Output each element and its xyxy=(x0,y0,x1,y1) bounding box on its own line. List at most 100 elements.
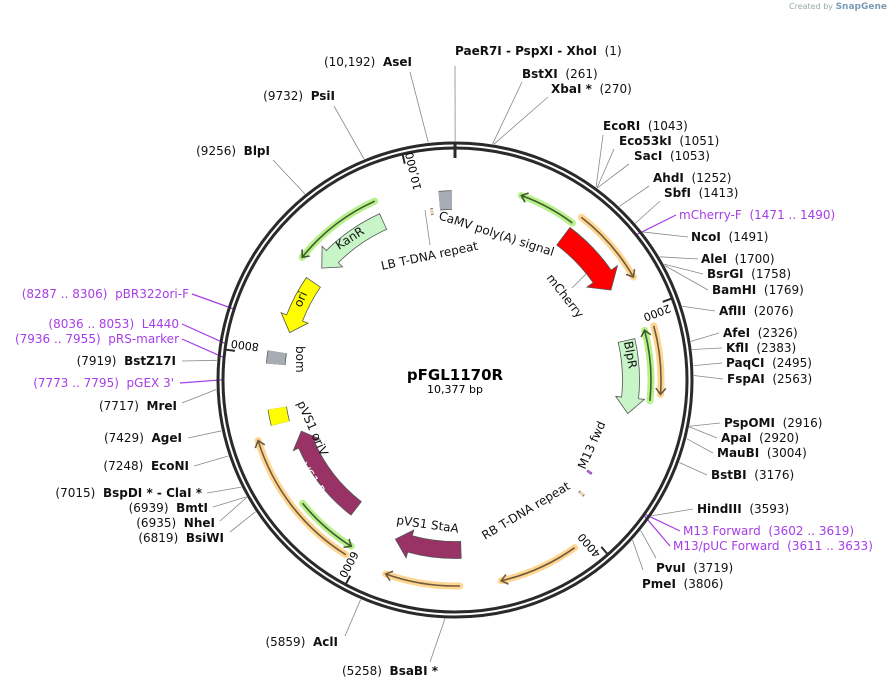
feature-pvs1-staa-arrow[interactable] xyxy=(394,529,462,559)
enzyme-site-label[interactable]: BamHI (1769) xyxy=(712,283,804,297)
leader-line xyxy=(635,200,661,224)
tick-label: 8000 xyxy=(230,337,259,354)
leader-line xyxy=(682,305,716,312)
site-name: AhdI xyxy=(653,171,684,185)
enzyme-site-label[interactable]: BsrGI (1758) xyxy=(707,267,791,281)
leader-line xyxy=(693,375,724,380)
enzyme-site-label[interactable]: (7248) EcoNI xyxy=(103,459,189,473)
enzyme-site-label[interactable]: BstXI (261) xyxy=(522,67,598,81)
primer-site-label[interactable]: mCherry-F (1471 .. 1490) xyxy=(679,208,835,222)
site-position: (7936 .. 7955) xyxy=(15,332,101,346)
enzyme-site-label[interactable]: PaqCI (2495) xyxy=(726,356,812,370)
orf-arrowhead xyxy=(343,538,353,549)
site-name: pRS-marker xyxy=(108,332,179,346)
enzyme-site-label[interactable]: EcoRI (1043) xyxy=(603,119,688,133)
site-name: ApaI xyxy=(721,431,751,445)
lb-leader-line xyxy=(424,209,431,246)
orf-arrowhead xyxy=(254,439,266,449)
enzyme-site-label[interactable]: SbfI (1413) xyxy=(664,186,738,200)
enzyme-site-label[interactable]: (6939) BmtI xyxy=(129,501,208,515)
enzyme-site-label[interactable]: PspOMI (2916) xyxy=(724,416,822,430)
feature-bom-box[interactable] xyxy=(266,350,287,366)
site-name: AleI xyxy=(701,252,727,266)
site-name: AgeI xyxy=(152,431,182,445)
mcherry-leader-line xyxy=(571,273,587,289)
tick-label: 4000 xyxy=(575,531,603,561)
site-name: BmtI xyxy=(176,501,208,515)
enzyme-site-label[interactable]: HindIII (3593) xyxy=(697,502,789,516)
leader-line xyxy=(344,599,361,637)
enzyme-site-label[interactable]: (6935) NheI xyxy=(136,516,215,530)
feature-blpr-arrow[interactable] xyxy=(614,338,646,415)
orf-arrowhead xyxy=(520,192,529,203)
enzyme-site-label[interactable]: (6819) BsiWI xyxy=(138,531,224,545)
orf-line xyxy=(643,329,652,401)
enzyme-site-label[interactable]: SacI (1053) xyxy=(634,149,710,163)
site-name: NcoI xyxy=(691,230,721,244)
enzyme-site-label[interactable]: AhdI (1252) xyxy=(653,171,731,185)
enzyme-site-label[interactable]: (5859) AclI xyxy=(265,635,338,649)
primer-site-label[interactable]: (8287 .. 8306) pBR322ori-F xyxy=(22,287,189,301)
leader-line xyxy=(619,185,650,207)
orf-line xyxy=(652,325,662,395)
enzyme-site-label[interactable]: PmeI (3806) xyxy=(642,577,723,591)
enzyme-site-label[interactable]: (7919) BstZ17I xyxy=(77,354,176,368)
enzyme-site-label[interactable]: AfeI (2326) xyxy=(723,326,798,340)
site-position: (7429) xyxy=(104,431,144,445)
leader-line xyxy=(597,163,630,189)
enzyme-site-label[interactable]: PvuI (3719) xyxy=(656,561,733,575)
enzyme-site-label[interactable]: (9256) BlpI xyxy=(196,144,270,158)
primer-site-label[interactable]: (8036 .. 8053) L4440 xyxy=(48,317,179,331)
enzyme-site-label[interactable]: MauBI (3004) xyxy=(717,446,807,460)
enzyme-site-label[interactable]: NcoI (1491) xyxy=(691,230,768,244)
enzyme-site-label[interactable]: (7429) AgeI xyxy=(104,431,182,445)
primer-site-label[interactable]: (7936 .. 7955) pRS-marker xyxy=(15,332,179,346)
snapgene-watermark: Created by SnapGene xyxy=(789,2,887,12)
enzyme-site-label[interactable]: FspAI (2563) xyxy=(727,372,812,386)
site-name: BlpI xyxy=(244,144,270,158)
site-position: (3806) xyxy=(684,577,724,591)
feature-camv-poly-a-signal-box[interactable] xyxy=(438,191,453,210)
enzyme-site-label[interactable]: KflI (2383) xyxy=(726,341,796,355)
primer-site-label[interactable]: M13/pUC Forward (3611 .. 3633) xyxy=(673,539,873,553)
leader-line xyxy=(333,105,365,160)
leader-line xyxy=(689,422,721,427)
enzyme-site-label[interactable]: (7717) MreI xyxy=(99,399,177,413)
primer-site-label[interactable]: M13 Forward (3602 .. 3619) xyxy=(683,524,854,538)
site-name: pGEX 3' xyxy=(127,376,174,390)
enzyme-site-label[interactable]: Eco53kI (1051) xyxy=(619,134,719,148)
feature-mcherry-arrow[interactable] xyxy=(556,226,619,291)
site-position: (1252) xyxy=(692,171,732,185)
feature-pvs1-repa-arrow[interactable] xyxy=(292,430,362,516)
enzyme-site-label[interactable]: XbaI * (270) xyxy=(551,82,632,96)
feature-m13-fwd-box[interactable] xyxy=(587,470,592,475)
enzyme-site-label[interactable]: AleI (1700) xyxy=(701,252,775,266)
enzyme-site-label[interactable]: AflII (2076) xyxy=(719,304,794,318)
orf-line xyxy=(301,200,376,258)
primer-site-label[interactable]: (7773 .. 7795) pGEX 3' xyxy=(33,376,174,390)
site-position: (1051) xyxy=(679,134,719,148)
leader-line xyxy=(643,515,671,547)
leader-line xyxy=(493,96,549,145)
enzyme-site-label[interactable]: (7015) BspDI * - ClaI * xyxy=(55,486,202,500)
feature-rb-t-dna-repeat-box[interactable] xyxy=(578,490,585,497)
site-position: (1769) xyxy=(764,283,804,297)
enzyme-site-label[interactable]: (10,192) AseI xyxy=(324,55,412,69)
enzyme-site-label[interactable]: (9732) PsiI xyxy=(263,89,335,103)
enzyme-site-label[interactable]: (5258) BsaBI * xyxy=(342,664,439,678)
feature-pvs1-oriv-box[interactable] xyxy=(268,406,290,426)
tick-label: 10,000 xyxy=(403,151,424,191)
site-position: (7919) xyxy=(77,354,117,368)
feature-ori-arrow[interactable] xyxy=(280,276,321,334)
leader-line xyxy=(181,359,217,362)
enzyme-site-label[interactable]: ApaI (2920) xyxy=(721,431,799,445)
site-name: AclI xyxy=(313,635,338,649)
enzyme-site-label[interactable]: BstBI (3176) xyxy=(711,468,794,482)
leader-line xyxy=(212,496,247,508)
feature-kanr-arrow[interactable] xyxy=(321,213,388,269)
feature-label-rb: RB T-DNA repeat xyxy=(479,479,572,543)
orf-arrowhead xyxy=(655,387,667,396)
enzyme-site-label[interactable]: PaeR7I - PspXI - XhoI (1) xyxy=(455,44,622,58)
site-position: (3176) xyxy=(754,468,794,482)
site-position: (7015) xyxy=(55,486,95,500)
